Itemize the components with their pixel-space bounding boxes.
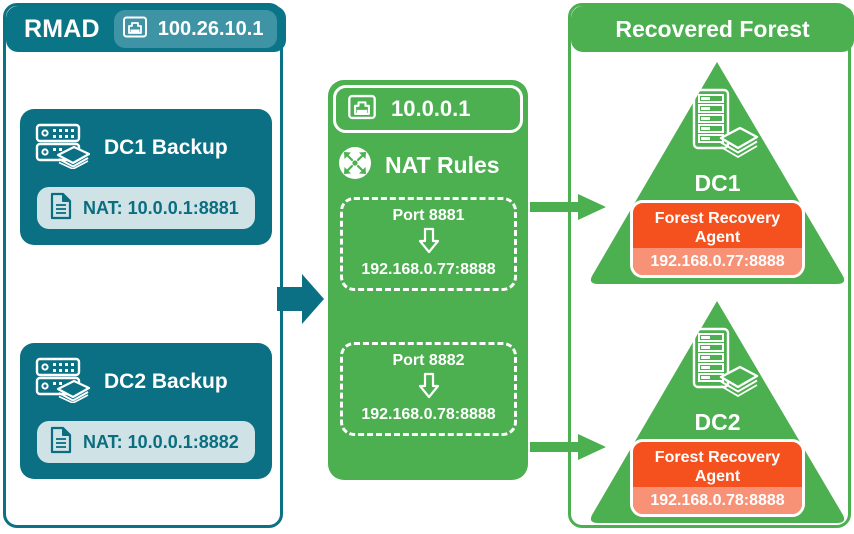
router-icon <box>338 146 372 185</box>
nat-rule-2: Port 8882 192.168.0.78:8888 <box>340 342 517 436</box>
nat-rule-1-destination: 192.168.0.77:8888 <box>361 261 496 278</box>
nat-rules-title: NAT Rules <box>385 152 500 178</box>
dc2-agent-ip: 192.168.0.78:8888 <box>633 487 802 514</box>
dc2-nat-text: NAT: 10.0.0.1:8882 <box>83 431 239 452</box>
dc2-nat-badge: NAT: 10.0.0.1:8882 <box>37 421 255 463</box>
dc2-backup-card[interactable]: DC2 Backup NAT: 10.0.0.1:8882 <box>20 343 272 479</box>
down-arrow-icon <box>416 227 442 260</box>
down-arrow-icon <box>416 372 442 405</box>
rmad-ip-badge: 100.26.10.1 <box>113 10 278 48</box>
dc2-node[interactable]: DC2 Forest Recovery Agent 192.168.0.78:8… <box>585 297 850 527</box>
recovered-forest-title: Recovered Forest <box>615 15 810 42</box>
nat-rules-header: NAT Rules <box>338 146 500 185</box>
dc1-nat-badge: NAT: 10.0.0.1:8881 <box>37 187 255 229</box>
server-backup-icon <box>34 355 92 408</box>
nat-panel: 10.0.0.1 NAT Rules <box>328 80 528 480</box>
dc1-backup-card[interactable]: DC1 Backup NAT: 10.0.0.1:8881 <box>20 109 272 245</box>
rmad-title: RMAD <box>24 14 100 43</box>
dc2-backup-header: DC2 Backup <box>20 343 272 408</box>
nat-ip-badge: 10.0.0.1 <box>333 85 523 133</box>
rack-server-backup-icon <box>690 86 760 166</box>
nat-rule-2-port: Port 8882 <box>392 352 465 369</box>
rmad-panel: RMAD 100.26.10.1 <box>3 3 286 528</box>
dc1-agent-title: Forest Recovery Agent <box>654 210 781 246</box>
recovered-forest-header: Recovered Forest <box>571 6 854 52</box>
nat-rule-1: Port 8881 192.168.0.77:8888 <box>340 197 517 291</box>
dc1-forest-recovery-agent[interactable]: Forest Recovery Agent 192.168.0.77:8888 <box>630 200 805 278</box>
dc2-forest-recovery-agent[interactable]: Forest Recovery Agent 192.168.0.78:8888 <box>630 439 805 517</box>
arrow-right-icon <box>530 190 608 224</box>
rack-server-backup-icon <box>690 325 760 405</box>
right-block-arrow-icon <box>277 268 325 330</box>
rmad-header: RMAD 100.26.10.1 <box>6 6 286 52</box>
server-backup-icon <box>34 121 92 174</box>
dc1-backup-header: DC1 Backup <box>20 109 272 174</box>
dc1-backup-title: DC1 Backup <box>104 135 228 159</box>
arrow-right-icon <box>530 430 608 464</box>
dc2-agent-title: Forest Recovery Agent <box>654 449 781 485</box>
document-icon <box>49 426 73 459</box>
nat-ip-text: 10.0.0.1 <box>391 96 471 121</box>
ethernet-port-icon <box>122 14 148 45</box>
dc2-label: DC2 <box>694 409 741 435</box>
dc1-agent-ip: 192.168.0.77:8888 <box>633 248 802 275</box>
nat-rule-2-destination: 192.168.0.78:8888 <box>361 406 496 423</box>
ethernet-port-icon <box>347 92 377 127</box>
dc1-nat-text: NAT: 10.0.0.1:8881 <box>83 197 239 218</box>
nat-rule-1-port: Port 8881 <box>392 207 465 224</box>
document-icon <box>49 192 73 225</box>
dc2-backup-title: DC2 Backup <box>104 369 228 393</box>
dc1-node[interactable]: DC1 Forest Recovery Agent 192.168.0.77:8… <box>585 58 850 288</box>
rmad-ip-text: 100.26.10.1 <box>157 17 264 40</box>
dc1-label: DC1 <box>694 170 741 196</box>
